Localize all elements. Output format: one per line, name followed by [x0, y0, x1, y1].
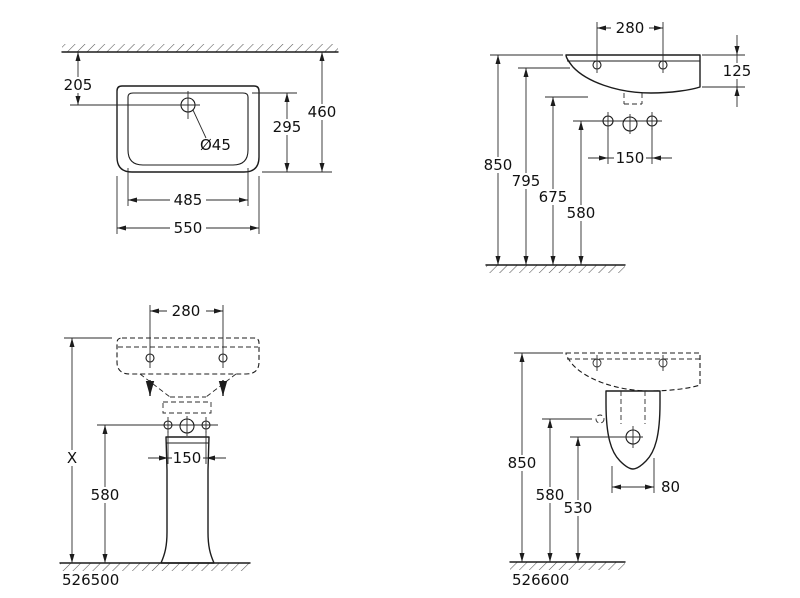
- floor-hatch: [60, 563, 250, 571]
- tap-hole-leader-line: [192, 109, 207, 139]
- dim-530: 530: [560, 437, 596, 562]
- label-backplate: [269, 119, 305, 135]
- label-backplate: [60, 77, 96, 93]
- basin-underside-hidden: [205, 373, 237, 398]
- dim-460: 460: [304, 52, 340, 172]
- basin-outline: [116, 85, 260, 173]
- label-backplate: [532, 487, 568, 503]
- label-backplate: [611, 20, 649, 36]
- dim-485: 485: [127, 168, 249, 209]
- dim-label-inner-width: 485: [174, 191, 203, 209]
- label-backplate: [304, 104, 340, 120]
- label-backplate: [563, 205, 599, 221]
- wallhung-side-view: 280 125 150: [480, 19, 755, 273]
- dim-label-bowl-height: 675: [539, 188, 568, 206]
- dim-280-pedestal: 280: [150, 302, 223, 320]
- dim-580-pedestal: 580: [87, 425, 123, 563]
- dim-label-rim-thickness: 125: [723, 62, 752, 80]
- dim-205: 205: [60, 52, 200, 106]
- overflow-box-hidden: [162, 401, 212, 414]
- label-backplate: [167, 303, 206, 319]
- floor-hatch: [510, 562, 625, 570]
- dim-150-pedestal: 150: [148, 431, 226, 467]
- label-backplate: [87, 487, 123, 503]
- label-backplate: [719, 63, 755, 79]
- label-backplate: [170, 220, 206, 236]
- basin-underside-hidden: [139, 373, 171, 398]
- label-backplate: [535, 189, 571, 205]
- dim-280-side: 280: [597, 19, 663, 37]
- label-backplate: [480, 157, 516, 173]
- floor-hatch: [486, 265, 625, 273]
- dim-label-taphole-spacing: 280: [616, 19, 645, 37]
- dim-550: 550: [116, 176, 260, 237]
- dim-label-inner-depth: 295: [273, 118, 302, 136]
- semipedestal-side-view: 850 580 530 80 526600: [504, 352, 701, 589]
- label-backplate: [508, 173, 544, 189]
- label-backplate: [58, 450, 86, 466]
- label-backplate: [614, 150, 646, 166]
- semipedestal-outline: [605, 390, 661, 470]
- plan-view: Ø45 205 295 460 485: [60, 44, 340, 237]
- dim-x-height: X: [58, 337, 112, 563]
- dim-580-side: 580: [563, 121, 599, 265]
- dim-795: 795: [508, 67, 570, 265]
- dim-label-trap-height: 530: [564, 499, 593, 517]
- dim-label-taphole-diameter: Ø45: [200, 136, 231, 154]
- dim-850-side: 850: [480, 54, 563, 265]
- dim-label-trap-offset: 80: [661, 478, 680, 496]
- basin-outline-hidden: [116, 337, 260, 375]
- dim-label-front-height: 795: [512, 172, 541, 190]
- label-backplate: [560, 500, 596, 516]
- dim-125: 125: [702, 35, 755, 107]
- dim-295: 295: [252, 92, 332, 173]
- dim-80: 80: [611, 458, 680, 496]
- product-code-pedestal: 526500: [62, 571, 119, 589]
- product-code-semipedestal: 526600: [512, 571, 569, 589]
- dim-label-fixing-height: 580: [91, 486, 120, 504]
- label-backplate: [172, 450, 203, 466]
- dim-label-width: 550: [174, 219, 203, 237]
- dim-label-hole-spacing: 280: [172, 302, 201, 320]
- dim-675: 675: [535, 96, 588, 265]
- dim-850-semipedestal: 850: [504, 352, 563, 562]
- dim-label-fixing-spacing: 150: [616, 149, 645, 167]
- label-backplate: [170, 192, 206, 208]
- dim-label-height-variable: X: [67, 449, 77, 467]
- wall-hatch: [62, 44, 338, 52]
- pedestal-outline: [160, 436, 215, 564]
- pedestal-front-view: 280 150 X: [58, 302, 260, 589]
- basin-fixing-hidden: [595, 414, 605, 424]
- dim-label-wall-to-taphole: 205: [64, 76, 93, 94]
- dim-150-side: 150: [588, 128, 672, 167]
- dim-label-bolt-spacing: 150: [173, 449, 202, 467]
- dim-label-rim-height: 850: [484, 156, 513, 174]
- dim-label-rim-height: 850: [508, 454, 537, 472]
- dim-label-fixing-height: 580: [536, 486, 565, 504]
- dim-label-depth: 460: [308, 103, 337, 121]
- basin-inner-rim: [127, 92, 249, 166]
- dim-label-fixing-height: 580: [567, 204, 596, 222]
- label-backplate: [504, 455, 540, 471]
- dim-580-semipedestal: 580: [532, 419, 568, 562]
